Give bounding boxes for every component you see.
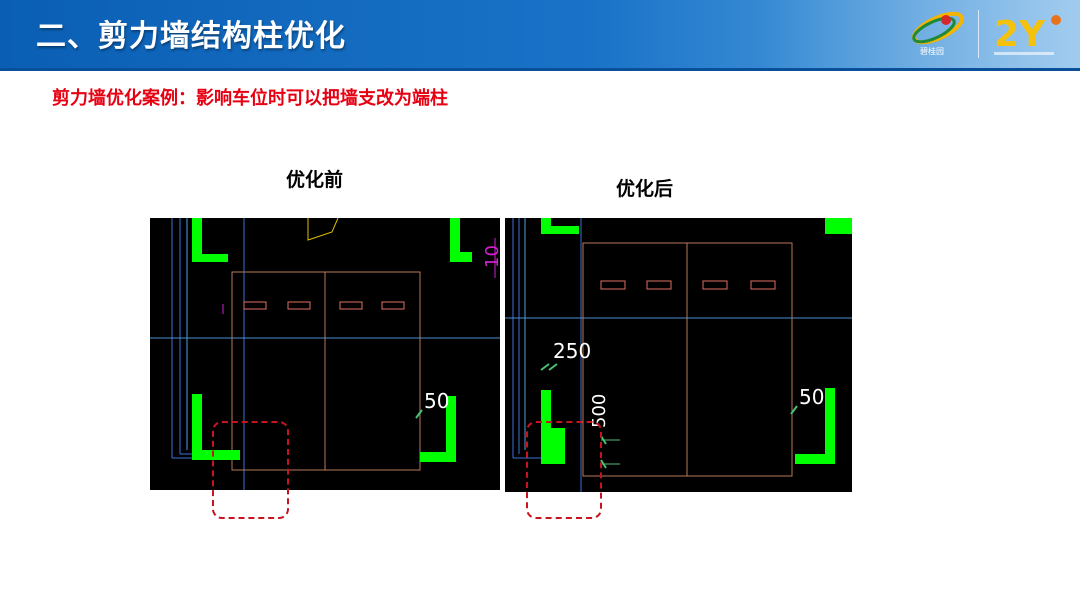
highlight-box-after [526, 421, 602, 519]
logo1-text: 碧桂园 [920, 46, 944, 56]
header-bar: 二、剪力墙结构柱优化 碧桂园 2Y [0, 0, 1080, 68]
dim-label-before-10: 10 [482, 245, 500, 268]
dim-label-after-500: 500 [589, 394, 610, 428]
page-title: 二、剪力墙结构柱优化 [36, 19, 346, 54]
header-shine [760, 0, 1080, 68]
logo2-text: 2Y [994, 14, 1046, 55]
highlight-box-before [212, 421, 289, 519]
label-after: 优化后 [616, 178, 674, 200]
cad-svg-before: 50 10 [150, 217, 503, 490]
company-logo: 碧桂园 [912, 11, 964, 56]
dim-label-after-250: 250 [553, 339, 591, 363]
dim-label-after-50: 50 [799, 385, 824, 409]
dim-label-before-50: 50 [424, 389, 449, 413]
logo-separator [978, 10, 979, 58]
cad-drawing-before: 50 10 [150, 217, 503, 490]
case-subtitle: 剪力墙优化案例：影响车位时可以把墙支改为端柱 [52, 88, 448, 109]
label-before: 优化前 [286, 169, 344, 191]
cad-svg-after: 250 500 50 [505, 218, 852, 492]
cad-drawing-after: 250 500 50 [505, 218, 852, 492]
anniversary-logo: 2Y [994, 14, 1061, 55]
header-underline [0, 68, 1080, 71]
